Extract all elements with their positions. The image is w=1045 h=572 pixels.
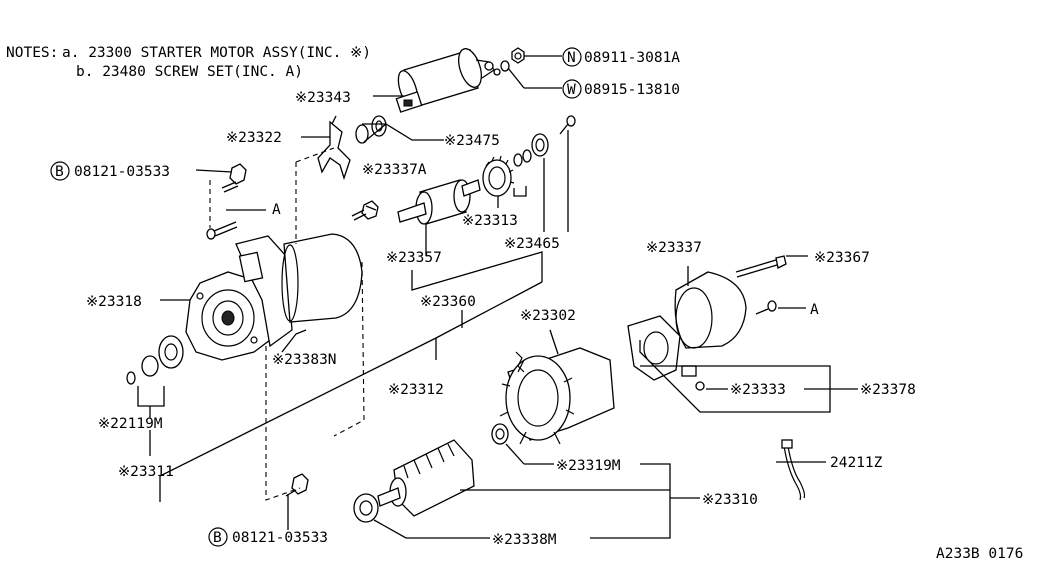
callout-23383n: ※23383N [272, 352, 337, 368]
brush-holder-part [627, 315, 705, 391]
callout-23333: ※23333 [730, 382, 786, 398]
diagram-code: A233B 0176 [936, 546, 1023, 562]
badge-w-circle [562, 79, 582, 99]
through-bolt-part [735, 255, 787, 278]
bolt-bottom-part [285, 473, 309, 497]
alignment-lines [209, 147, 365, 501]
end-frame-part [674, 271, 747, 349]
pinion-shaft-part [397, 179, 481, 225]
callout-22119m: ※22119M [98, 416, 163, 432]
callout-23475: ※23475 [444, 133, 500, 149]
callout-23357: ※23357 [386, 250, 442, 266]
callout-08121-bottom-badge: B [213, 530, 222, 546]
notes-block: NOTES: a. 23300 STARTER MOTOR ASSY(INC. … [6, 45, 371, 80]
callout-23310: ※23310 [702, 492, 758, 508]
callout-08911-badge: N [567, 50, 576, 66]
callout-23302: ※23302 [520, 308, 576, 324]
armature-part [377, 439, 475, 517]
callout-23337: ※23337 [646, 240, 702, 256]
leader-lines [137, 55, 858, 539]
bearing-23319m-part [491, 423, 509, 445]
callout-08121-bottom: 08121-03533 [232, 530, 328, 546]
callout-23311: ※23311 [118, 464, 174, 480]
shift-lever-part [317, 115, 351, 181]
callout-23337a: ※23337A [362, 162, 427, 178]
screw-a-part [206, 221, 238, 240]
callout-23319m: ※23319M [556, 458, 621, 474]
callout-08911: 08911-3081A [584, 50, 680, 66]
callout-08915: 08915-13810 [584, 82, 680, 98]
callout-23360: ※23360 [420, 294, 476, 310]
callout-08121-top: 08121-03533 [74, 164, 170, 180]
callout-23318: ※23318 [86, 294, 142, 310]
shield-part [281, 233, 363, 323]
badge-b-bottom-circle [208, 527, 228, 547]
spring-retainer-part [355, 115, 387, 144]
screw-23465-part [559, 115, 576, 135]
callout-a2: A [810, 302, 819, 318]
callout-23367: ※23367 [814, 250, 870, 266]
callout-23322: ※23322 [226, 130, 282, 146]
notes-heading: NOTES: [6, 45, 58, 61]
gear-housing-part [185, 235, 293, 361]
callout-23378: ※23378 [860, 382, 916, 398]
callout-23465: ※23465 [504, 236, 560, 252]
badge-b-top-circle [50, 161, 70, 181]
bolt-top-part [221, 163, 247, 193]
callout-24211z: 24211Z [830, 455, 883, 471]
pinion-part [126, 335, 184, 385]
yoke-part [499, 347, 615, 445]
notes-line-b: b. 23480 SCREW SET(INC. A) [76, 64, 303, 80]
solenoid-switch-part [395, 48, 501, 113]
gear-part [482, 155, 515, 197]
callout-23312: ※23312 [388, 382, 444, 398]
callout-08915-badge: W [567, 82, 576, 98]
badge-n-circle [562, 47, 582, 67]
callout-a1: A [272, 202, 281, 218]
washers-part [513, 133, 549, 167]
bolt-23337a-part [351, 200, 379, 221]
harness-part [781, 439, 806, 501]
notes-line-a: a. 23300 STARTER MOTOR ASSY(INC. ※) [62, 45, 371, 61]
callout-08121-top-badge: B [55, 164, 64, 180]
callout-23343: ※23343 [295, 90, 351, 106]
callout-23338m: ※23338M [492, 532, 557, 548]
nut-washer-part [500, 47, 525, 72]
bearing-23338m-part [353, 493, 379, 523]
screw-a2-part [755, 300, 777, 315]
callout-labels: ※23343 N 08911-3081A W 08915-13810 ※2332… [50, 47, 1023, 562]
callout-23313: ※23313 [462, 213, 518, 229]
